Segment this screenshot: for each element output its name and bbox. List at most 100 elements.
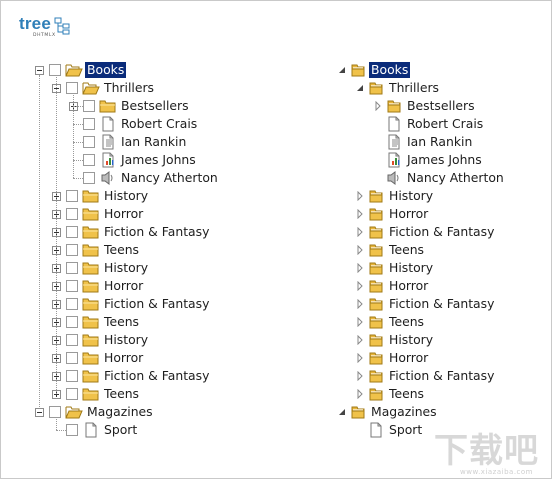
collapse-toggle[interactable]	[35, 65, 44, 75]
vista-node-history[interactable]: History	[355, 331, 435, 349]
vista-node-teens[interactable]: Teens	[355, 385, 426, 403]
node-checkbox[interactable]	[66, 244, 78, 256]
vista-node-bestsellers[interactable]: Bestsellers	[373, 97, 477, 115]
node-label[interactable]: Robert Crais	[121, 116, 198, 131]
vista-node-horror[interactable]: Horror	[355, 205, 430, 223]
tree-node-teens[interactable]: Teens	[52, 313, 141, 331]
node-checkbox[interactable]	[66, 334, 78, 346]
expand-triangle-icon[interactable]	[355, 370, 365, 382]
vista-node-magazines[interactable]: Magazines	[337, 403, 439, 421]
expand-triangle-icon[interactable]	[355, 334, 365, 346]
tree-node-bestsellers[interactable]: Bestsellers	[69, 97, 191, 115]
tree-node-horror[interactable]: Horror	[52, 205, 145, 223]
node-label[interactable]: Robert Crais	[407, 116, 484, 131]
node-label[interactable]: Horror	[104, 206, 144, 221]
node-label[interactable]: History	[389, 260, 434, 275]
tree-node-magazines[interactable]: Magazines	[35, 403, 155, 421]
tree-node-history[interactable]: History	[52, 187, 150, 205]
node-label[interactable]: Nancy Atherton	[121, 170, 218, 185]
collapse-triangle-icon[interactable]	[355, 82, 365, 94]
node-label[interactable]: Horror	[389, 350, 429, 365]
node-label[interactable]: Teens	[104, 242, 140, 257]
node-label[interactable]: History	[104, 188, 149, 203]
node-label[interactable]: History	[389, 332, 434, 347]
vista-node-fiction-and-fantasy[interactable]: Fiction & Fantasy	[355, 223, 496, 241]
node-label[interactable]: James Johns	[407, 152, 482, 167]
node-label[interactable]: Ian Rankin	[121, 134, 187, 149]
node-checkbox[interactable]	[66, 190, 78, 202]
expand-triangle-icon[interactable]	[355, 388, 365, 400]
node-checkbox[interactable]	[66, 424, 78, 436]
collapse-triangle-icon[interactable]	[337, 406, 347, 418]
expand-triangle-icon[interactable]	[355, 226, 365, 238]
tree-node-sport[interactable]: Sport	[52, 421, 139, 439]
vista-node-nancy-atherton[interactable]: Nancy Atherton	[373, 169, 506, 187]
tree-node-james-johns[interactable]: James Johns	[69, 151, 198, 169]
node-label[interactable]: Sport	[389, 422, 423, 437]
node-label[interactable]: Teens	[104, 314, 140, 329]
node-label[interactable]: Fiction & Fantasy	[104, 296, 210, 311]
node-label[interactable]: Teens	[104, 386, 140, 401]
vista-node-horror[interactable]: Horror	[355, 277, 430, 295]
node-label[interactable]: Bestsellers	[407, 98, 475, 113]
tree-node-fiction-and-fantasy[interactable]: Fiction & Fantasy	[52, 295, 211, 313]
expand-triangle-icon[interactable]	[355, 190, 365, 202]
collapse-toggle[interactable]	[35, 407, 44, 417]
node-label[interactable]: Magazines	[371, 404, 437, 419]
node-label[interactable]: Books	[369, 62, 411, 78]
node-label[interactable]: Nancy Atherton	[407, 170, 504, 185]
node-checkbox[interactable]	[49, 64, 61, 76]
node-label[interactable]: Teens	[389, 314, 425, 329]
node-checkbox[interactable]	[83, 136, 95, 148]
expand-triangle-icon[interactable]	[373, 100, 383, 112]
vista-node-history[interactable]: History	[355, 187, 435, 205]
collapse-triangle-icon[interactable]	[337, 64, 347, 76]
expand-triangle-icon[interactable]	[355, 244, 365, 256]
node-checkbox[interactable]	[83, 172, 95, 184]
node-label[interactable]: Horror	[104, 350, 144, 365]
node-label[interactable]: Fiction & Fantasy	[104, 224, 210, 239]
tree-node-horror[interactable]: Horror	[52, 277, 145, 295]
tree-node-history[interactable]: History	[52, 331, 150, 349]
vista-node-history[interactable]: History	[355, 259, 435, 277]
tree-node-nancy-atherton[interactable]: Nancy Atherton	[69, 169, 220, 187]
expand-triangle-icon[interactable]	[355, 262, 365, 274]
node-label[interactable]: Ian Rankin	[407, 134, 473, 149]
node-label[interactable]: History	[104, 260, 149, 275]
node-label[interactable]: Books	[85, 62, 127, 78]
node-checkbox[interactable]	[66, 262, 78, 274]
node-label[interactable]: Teens	[389, 386, 425, 401]
node-label[interactable]: Horror	[389, 278, 429, 293]
node-label[interactable]: Bestsellers	[121, 98, 189, 113]
node-checkbox[interactable]	[66, 370, 78, 382]
node-checkbox[interactable]	[83, 154, 95, 166]
node-checkbox[interactable]	[83, 118, 95, 130]
expand-triangle-icon[interactable]	[355, 316, 365, 328]
vista-node-fiction-and-fantasy[interactable]: Fiction & Fantasy	[355, 295, 496, 313]
tree-node-horror[interactable]: Horror	[52, 349, 145, 367]
node-checkbox[interactable]	[66, 352, 78, 364]
tree-node-ian-rankin[interactable]: Ian Rankin	[69, 133, 188, 151]
node-label[interactable]: Horror	[389, 206, 429, 221]
node-label[interactable]: Sport	[104, 422, 138, 437]
tree-node-fiction-and-fantasy[interactable]: Fiction & Fantasy	[52, 223, 211, 241]
tree-node-history[interactable]: History	[52, 259, 150, 277]
node-label[interactable]: History	[104, 332, 149, 347]
expand-triangle-icon[interactable]	[355, 280, 365, 292]
vista-node-ian-rankin[interactable]: Ian Rankin	[373, 133, 474, 151]
expand-triangle-icon[interactable]	[355, 298, 365, 310]
node-checkbox[interactable]	[49, 406, 61, 418]
node-checkbox[interactable]	[66, 298, 78, 310]
vista-node-robert-crais[interactable]: Robert Crais	[373, 115, 485, 133]
tree-node-thrillers[interactable]: Thrillers	[52, 79, 156, 97]
vista-node-thrillers[interactable]: Thrillers	[355, 79, 441, 97]
node-checkbox[interactable]	[83, 100, 95, 112]
vista-node-teens[interactable]: Teens	[355, 241, 426, 259]
node-checkbox[interactable]	[66, 280, 78, 292]
node-label[interactable]: Fiction & Fantasy	[389, 368, 495, 383]
expand-triangle-icon[interactable]	[355, 208, 365, 220]
node-label[interactable]: James Johns	[121, 152, 196, 167]
node-checkbox[interactable]	[66, 316, 78, 328]
expand-triangle-icon[interactable]	[355, 352, 365, 364]
tree-node-teens[interactable]: Teens	[52, 385, 141, 403]
